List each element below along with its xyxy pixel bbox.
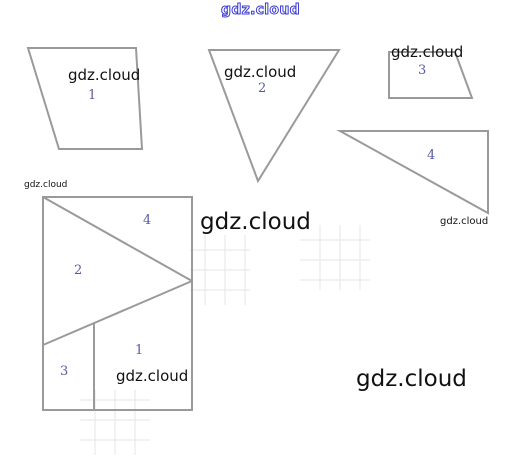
assembled-rectangle xyxy=(42,196,193,411)
watermark-inside-rectangle: gdz.cloud xyxy=(116,367,189,385)
piece-3-label: 3 xyxy=(418,63,426,78)
piece-4-triangle xyxy=(336,130,489,215)
watermark-top: gdz.cloud xyxy=(221,2,301,19)
background-grid xyxy=(80,225,370,455)
watermark-left-small: gdz.cloud xyxy=(24,180,68,190)
assembled-label-4: 4 xyxy=(143,213,151,228)
watermark-middle: gdz.cloud xyxy=(200,209,311,235)
piece-2-label: 2 xyxy=(258,81,266,96)
piece-2-triangle xyxy=(207,49,341,184)
cut-bottom-diagonal xyxy=(42,280,193,346)
piece-1-trapezoid xyxy=(26,47,144,150)
watermark-shape-3: gdz.cloud xyxy=(391,43,464,61)
cut-top-diagonal xyxy=(42,196,193,282)
assembled-label-3: 3 xyxy=(60,364,68,379)
piece-1-label: 1 xyxy=(88,88,96,103)
piece-4-label: 4 xyxy=(427,148,435,163)
piece-3-trapezoid xyxy=(388,51,474,99)
rectangle-outline xyxy=(42,196,193,411)
watermark-shape-2: gdz.cloud xyxy=(224,63,297,81)
watermark-bottom-right: gdz.cloud xyxy=(356,366,467,392)
assembled-label-1: 1 xyxy=(135,343,143,358)
watermark-shape-1: gdz.cloud xyxy=(68,66,141,84)
assembled-label-2: 2 xyxy=(74,263,82,278)
watermark-shape-4: gdz.cloud xyxy=(440,216,489,227)
